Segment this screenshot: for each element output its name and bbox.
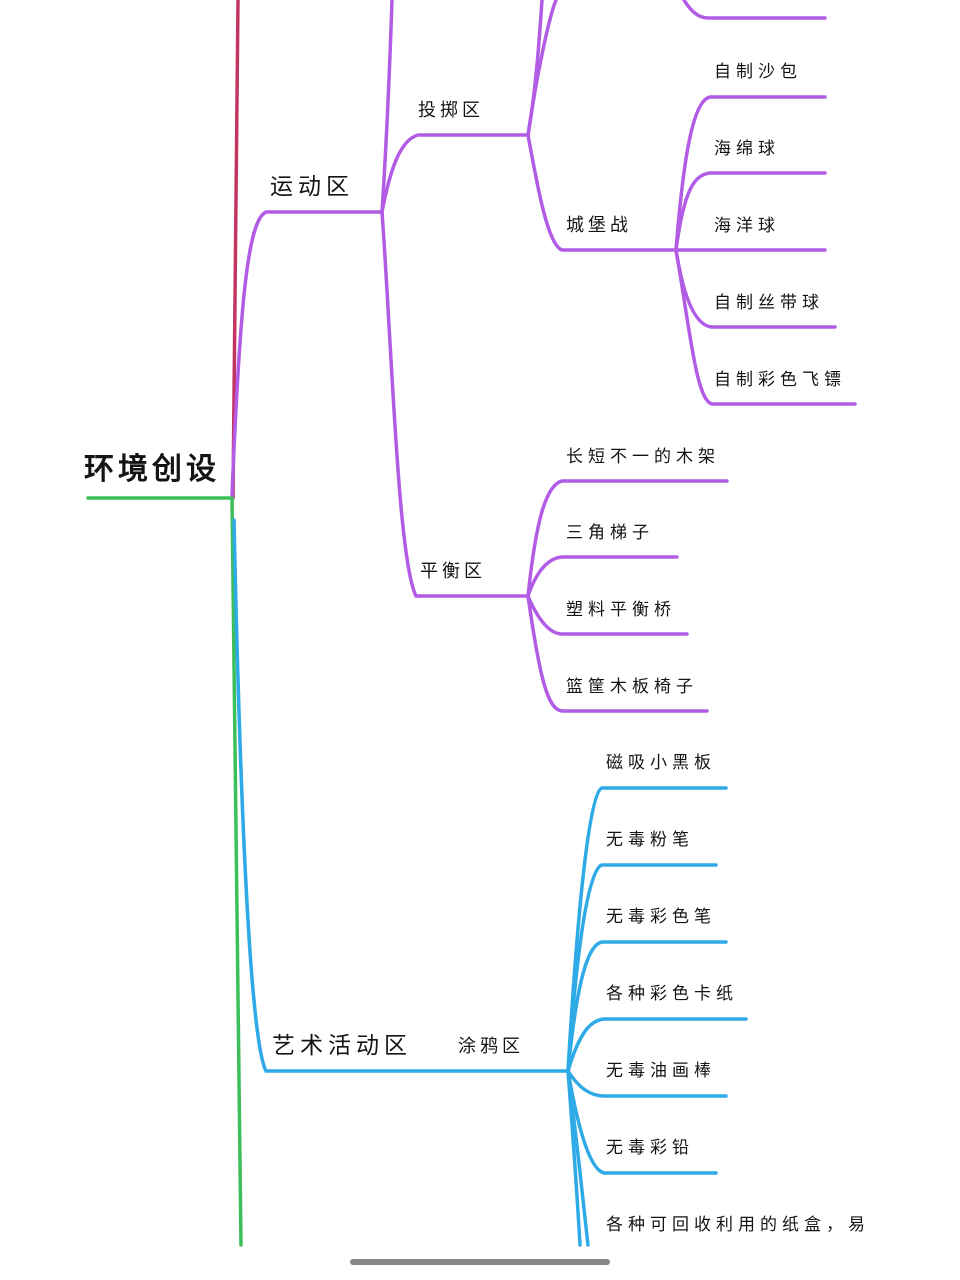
home-indicator-bar[interactable] [350, 1259, 610, 1265]
leaf-color-dart[interactable]: 自制彩色飞镖 [714, 370, 846, 390]
balance-connector [380, 210, 530, 598]
leaf-homemade-sandbag[interactable]: 自制沙包 [714, 62, 802, 82]
root-bottom-connector [230, 496, 243, 1247]
leaf-color-pencils[interactable]: 无毒彩铅 [606, 1138, 694, 1158]
leaf-oil-pastels[interactable]: 无毒油画棒 [606, 1061, 716, 1081]
sports-connector [230, 210, 384, 497]
node-art-area[interactable]: 艺术活动区 [272, 1033, 412, 1059]
leaf-color-pens[interactable]: 无毒彩色笔 [606, 907, 716, 927]
node-castle-battle[interactable]: 城堡战 [566, 215, 632, 236]
leaf-triangle-ladder[interactable]: 三角梯子 [566, 523, 654, 543]
root-node[interactable]: 环境创设 [84, 452, 220, 487]
throwing-connector [380, 133, 530, 214]
leaf-recyclable-boxes[interactable]: 各种可回收利用的纸盒，易 [606, 1215, 870, 1235]
leaf-color-cardstock[interactable]: 各种彩色卡纸 [606, 984, 738, 1004]
leaf-ocean-ball[interactable]: 海洋球 [714, 216, 780, 236]
node-graffiti-area[interactable]: 涂鸦区 [458, 1036, 524, 1057]
leaf-sponge-ball[interactable]: 海绵球 [714, 139, 780, 159]
leaf-ribbon-ball[interactable]: 自制丝带球 [714, 293, 824, 313]
castle-connector [526, 133, 678, 252]
leaf-plastic-bridge[interactable]: 塑料平衡桥 [566, 600, 676, 620]
leaf-chalk[interactable]: 无毒粉笔 [606, 830, 694, 850]
node-sports-area[interactable]: 运动区 [270, 174, 354, 200]
root-top-connector [231, 0, 240, 500]
leaf-magnetic-blackboard[interactable]: 磁吸小黑板 [606, 753, 716, 773]
node-throwing-area[interactable]: 投掷区 [418, 100, 484, 121]
node-balance-area[interactable]: 平衡区 [420, 561, 486, 582]
art-connector [232, 518, 570, 1073]
leaf-wooden-rack[interactable]: 长短不一的木架 [566, 447, 720, 467]
leaf-basket-board-chair[interactable]: 篮筐木板椅子 [566, 677, 698, 697]
